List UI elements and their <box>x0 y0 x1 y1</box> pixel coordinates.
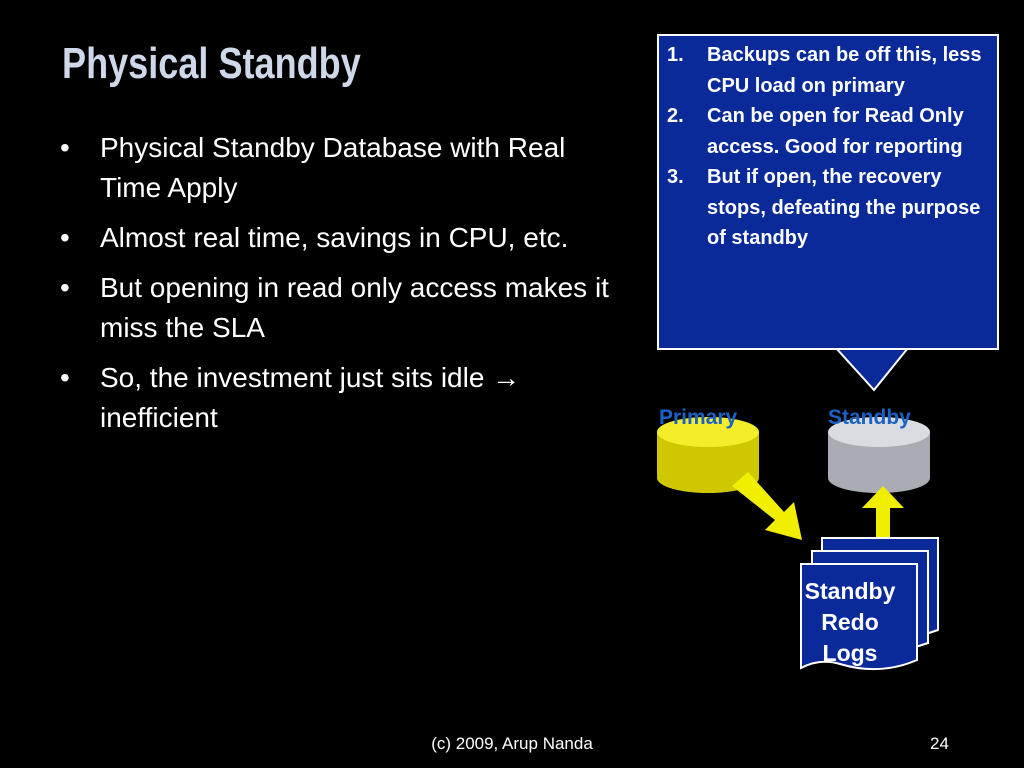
callout-text: Backups can be off this, less CPU load o… <box>707 44 982 97</box>
bullet-marker: • <box>60 222 70 253</box>
bullet-item: • Physical Standby Database with Real Tim… <box>60 128 620 208</box>
callout-text: Can be open for Read Only access. Good f… <box>707 105 964 158</box>
callout-list: 1. Backups can be off this, less CPU load… <box>667 40 987 254</box>
page-number: 24 <box>930 734 949 753</box>
bullet-text: But opening in read only access makes it… <box>100 272 609 343</box>
standby-database-icon <box>828 417 930 493</box>
bullet-item: • But opening in read only access makes i… <box>60 268 620 348</box>
bullet-marker: • <box>60 272 70 303</box>
redo-logs-label: Standby Redo Logs <box>800 576 900 669</box>
bullet-text: Physical Standby Database with Real Time… <box>100 132 566 203</box>
callout-pointer <box>833 347 911 392</box>
callout-number: 2. <box>667 105 684 127</box>
footer-copyright: (c) 2009, Arup Nanda <box>431 734 593 753</box>
callout-item: 1. Backups can be off this, less CPU load… <box>667 40 987 101</box>
bullet-text: Almost real time, savings in CPU, etc. <box>100 222 569 253</box>
callout-item: 2. Can be open for Read Only access. Good… <box>667 101 987 162</box>
bullet-text: So, the investment just sits idle → inef… <box>100 362 521 433</box>
callout-box <box>657 34 999 350</box>
bullet-item: • Almost real time, savings in CPU, etc. <box>60 218 620 258</box>
callout-text: But if open, the recovery stops, defeati… <box>707 166 981 249</box>
arrow-logs-to-standby-icon <box>862 486 904 546</box>
bullet-marker: • <box>60 132 70 163</box>
primary-label: Primary <box>659 406 738 429</box>
callout-number: 1. <box>667 44 684 66</box>
bullet-list: • Physical Standby Database with Real Tim… <box>60 128 620 448</box>
primary-database-icon <box>657 417 759 493</box>
redo-logs-label-line: Standby <box>804 578 896 604</box>
standby-label: Standby <box>828 406 911 429</box>
callout-number: 3. <box>667 166 684 188</box>
bullet-marker: • <box>60 362 70 393</box>
bullet-item: • So, the investment just sits idle → ine… <box>60 358 620 438</box>
redo-logs-label-line: Redo <box>821 609 879 635</box>
redo-logs-label-line: Logs <box>822 640 878 666</box>
slide-title: Physical Standby <box>62 39 361 88</box>
callout-item: 3. But if open, the recovery stops, defea… <box>667 162 987 254</box>
redo-logs-document-stack-icon <box>800 537 939 671</box>
arrow-primary-to-logs-icon <box>732 472 802 540</box>
